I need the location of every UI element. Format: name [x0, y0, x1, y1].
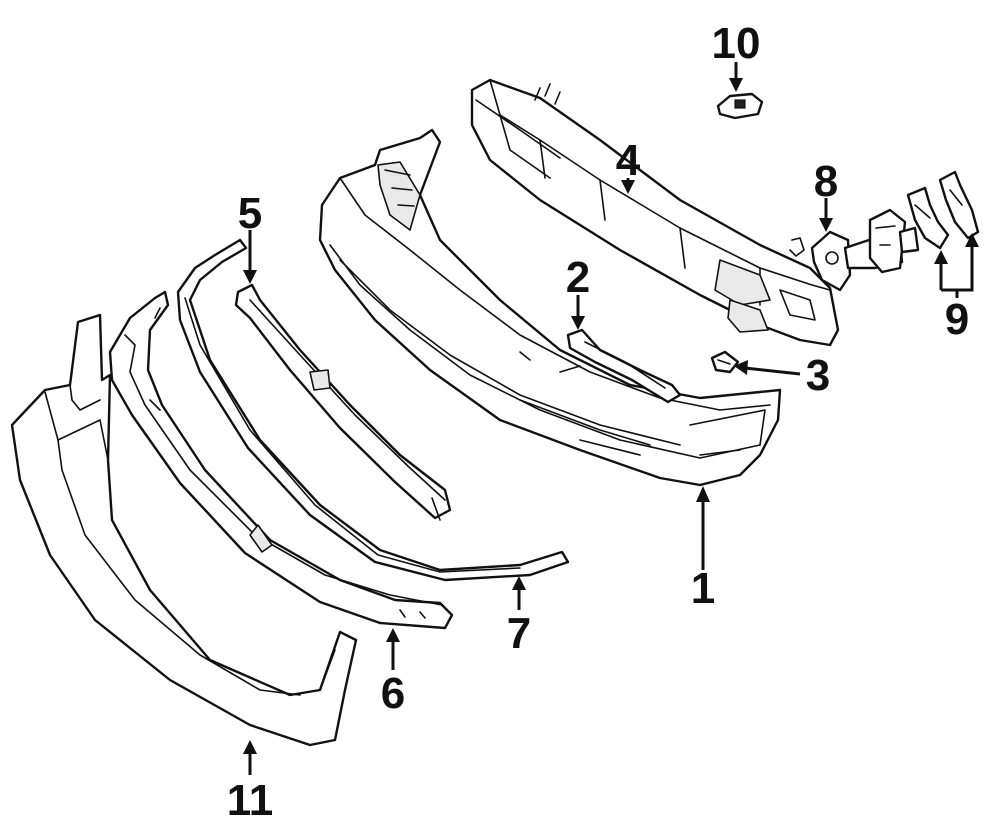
- part-clip: [710, 350, 740, 374]
- part-mount-assembly: [789, 208, 920, 292]
- callout-5: 5: [238, 189, 262, 238]
- callout-4: 4: [616, 136, 641, 185]
- callout-leaders: [243, 62, 979, 775]
- part-bumper-cover: [10, 313, 358, 747]
- part-fastener: [716, 92, 764, 120]
- callout-1: 1: [691, 564, 715, 613]
- callout-11: 11: [227, 776, 274, 825]
- part-reinforcement-bar: [234, 283, 452, 521]
- callout-7: 7: [507, 609, 531, 658]
- callout-labels: 1 2 3 4 5 6 7 8 9 10 11: [227, 19, 970, 825]
- callout-3: 3: [806, 351, 830, 400]
- callout-9: 9: [945, 295, 969, 344]
- part-isolator-brackets: [906, 170, 980, 250]
- callout-8: 8: [814, 157, 838, 206]
- part-impact-bar: [470, 78, 840, 347]
- callout-10: 10: [712, 19, 761, 68]
- part-energy-absorber: [108, 290, 454, 630]
- part-bracket: [566, 328, 682, 404]
- part-molding-strip: [176, 238, 570, 582]
- callout-6: 6: [381, 669, 405, 718]
- callout-2: 2: [566, 253, 590, 302]
